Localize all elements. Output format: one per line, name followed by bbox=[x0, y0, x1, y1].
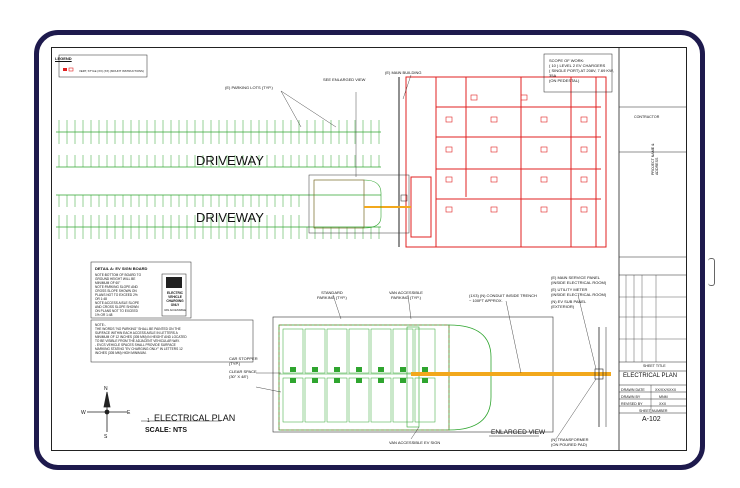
ev-stall bbox=[392, 328, 414, 374]
ev-sign-sub: VAN ACCESSIBLE bbox=[163, 309, 186, 312]
main-building-label: (E) MAIN BUILDING bbox=[385, 70, 422, 75]
north-label: N bbox=[104, 386, 108, 392]
parking-lots-label: (E) PARKING LOTS (TYP.) bbox=[225, 85, 273, 90]
south-label: S bbox=[104, 434, 108, 440]
ev-charger-icon bbox=[356, 378, 362, 383]
west-label: W bbox=[81, 410, 86, 416]
title-block bbox=[618, 47, 687, 451]
ev-charger-icon bbox=[422, 367, 428, 372]
note-box bbox=[90, 319, 254, 363]
ev-charger-icon bbox=[312, 367, 318, 372]
enlarged-view-drawing bbox=[272, 316, 611, 433]
utility-meter-label: (E) UTILITY METER (INSIDE ELECTRICAL ROO… bbox=[551, 287, 607, 297]
enlarged-view-title: ENLARGED VIEW bbox=[491, 429, 546, 436]
plan-scale: SCALE: NTS bbox=[145, 427, 187, 434]
ev-charger-icon bbox=[378, 378, 384, 383]
ev-charger-icon bbox=[400, 367, 406, 372]
driveway-top-label: DRIVEWAY bbox=[196, 153, 264, 168]
ev-charger-icon bbox=[312, 378, 318, 383]
ev-stall bbox=[304, 328, 326, 374]
drawing-frame: DRIVEWAY DRIVEWAY bbox=[34, 30, 705, 470]
drawn-by: MNM bbox=[659, 395, 668, 399]
ev-bay-site bbox=[308, 174, 410, 234]
transformer-label: (N) TRANSFORMER (ON POURED PAD) bbox=[551, 437, 589, 447]
sheet-title: ELECTRICAL PLAN bbox=[623, 373, 678, 379]
ev-charger-icon bbox=[290, 378, 296, 383]
van-sign-label: VAN ACCESSIBLE EV SIGN bbox=[389, 440, 441, 445]
main-service-label: (E) MAIN SERVICE PANEL (INSIDE ELECTRICA… bbox=[551, 275, 607, 285]
sub-panel-label: (N) EV SUB PANEL (EXTERIOR) bbox=[551, 299, 587, 309]
parking-note: NOTE:- THE WORDS "NO PARKING" SHALL BE P… bbox=[95, 323, 187, 355]
east-label: E bbox=[127, 410, 131, 416]
parking-lots bbox=[56, 131, 381, 228]
van-parking-label: VAN ACCESSIBLE PARKING (TYP.) bbox=[389, 290, 423, 300]
drawn-date-label: DRAWN DATE bbox=[621, 388, 645, 392]
plan-number: 1 bbox=[147, 418, 150, 424]
legend-title: LEGEND bbox=[55, 56, 72, 61]
scope-of-work-text: SCOPE OF WORK: ( 10 ) LEVEL 2 EV CHARGER… bbox=[549, 58, 614, 83]
side-tab bbox=[708, 258, 715, 286]
drawn-date: XX/XX/XXXX bbox=[655, 388, 677, 392]
clear-space-label: CLEAR SPACE (30" X 48") bbox=[229, 369, 257, 379]
ev-charger-icon bbox=[400, 378, 406, 383]
ev-charger-icon bbox=[334, 367, 340, 372]
legend-box bbox=[58, 54, 148, 78]
scope-of-work-box bbox=[543, 53, 613, 93]
north-arrow bbox=[87, 391, 127, 432]
plan-title: ELECTRICAL PLAN bbox=[154, 413, 236, 423]
ev-sign-text: ELECTRIC VEHICLE CHARGING ONLY bbox=[166, 291, 184, 307]
detail-a-title: DETAIL A: EV SIGN BOARD bbox=[95, 266, 148, 271]
sheet-number-label: SHEET NUMBER bbox=[639, 409, 668, 413]
ev-charger-icon bbox=[290, 367, 296, 372]
legend-item: VERT, STYLE (XX) (XX) (MOUNT INSTRUCTION… bbox=[79, 69, 144, 73]
ev-stall bbox=[326, 328, 348, 374]
conduit-label: (1X3) (N) CONDUIT INSIDE TRENCH ~ 100FT … bbox=[469, 293, 537, 303]
sheet-title-label: SHEET TITLE bbox=[643, 364, 666, 368]
standard-parking-label: STANDARD PARKING (TYP.) bbox=[317, 290, 347, 300]
drawing-sheet: DRIVEWAY DRIVEWAY bbox=[51, 47, 687, 451]
ev-stall bbox=[282, 328, 304, 374]
ev-stall bbox=[348, 328, 370, 374]
revised-by-label: REVISED BY bbox=[621, 402, 643, 406]
detail-a-box bbox=[90, 261, 192, 319]
ev-stall bbox=[370, 328, 392, 374]
contractor-label: CONTRACTOR bbox=[634, 115, 660, 119]
sheet-number: A-102 bbox=[642, 416, 661, 423]
driveway-bottom-label: DRIVEWAY bbox=[196, 210, 264, 225]
ev-charger-icon bbox=[378, 367, 384, 372]
project-label: PROJECT NAME & ADDRESS bbox=[651, 143, 659, 175]
ev-charger-icon bbox=[356, 367, 362, 372]
car-stopper-label: CAR STOPPER (TYP.) bbox=[229, 356, 258, 366]
detail-a-notes: NOTE:BOTTOM OF BOARD TO GROUND HEIGHT WI… bbox=[95, 273, 142, 317]
drawn-by-label: DRAWN BY bbox=[621, 395, 641, 399]
revised-by: XXX bbox=[659, 402, 667, 406]
ev-charger-icon bbox=[422, 378, 428, 383]
ev-charger-icon bbox=[334, 378, 340, 383]
enlarged-view-ref: SEE ENLARGED VIEW bbox=[323, 77, 366, 82]
